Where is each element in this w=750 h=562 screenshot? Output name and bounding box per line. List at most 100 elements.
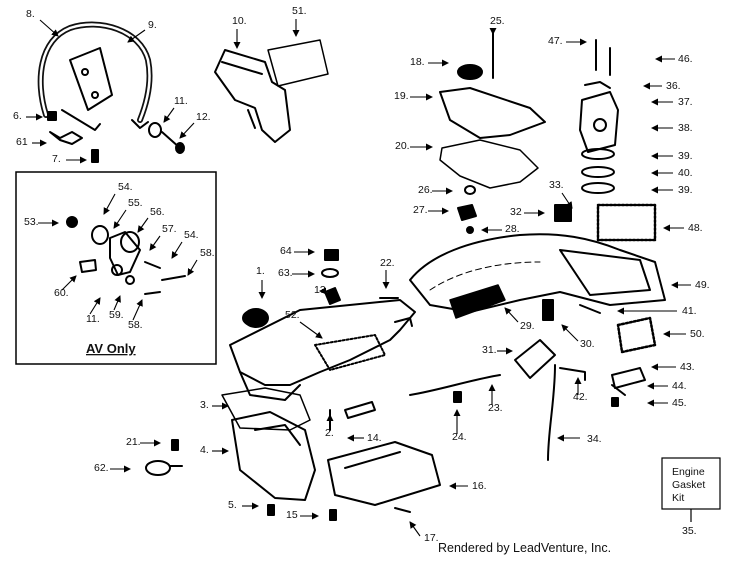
callout-label: 56. [150, 206, 165, 218]
small-parts-center-drawing [457, 185, 477, 234]
callout-arrow [89, 297, 101, 315]
callout-label: 11. [174, 95, 188, 107]
callout-label: 27. [413, 204, 428, 216]
callout-arrow [149, 235, 161, 251]
callout-arrow [132, 299, 143, 321]
credit-text: Rendered by LeadVenture, Inc. [438, 541, 611, 555]
callout-label: 63. [278, 267, 293, 279]
callout-label: 7. [52, 153, 61, 165]
callout-label: 36. [666, 80, 681, 92]
callout-arrow [113, 209, 127, 229]
callout-label: 38. [678, 122, 693, 134]
callout-label: 31. [482, 344, 497, 356]
handle-bolt-drawing [148, 122, 185, 154]
callout-label: 58. [128, 319, 143, 331]
callout-label: 9. [148, 19, 157, 31]
carburetor-drawing [579, 39, 619, 194]
callout-label: 12. [196, 111, 211, 123]
callout-label: 15 [286, 509, 298, 521]
callout-label: 49. [695, 279, 710, 291]
rear-handle-drawing [409, 233, 666, 313]
callout-label: 29. [520, 320, 535, 332]
callout-label: 20. [395, 140, 410, 152]
callout-arrow [39, 19, 59, 37]
callout-label: 5. [228, 499, 237, 511]
callout-label: 30. [580, 338, 595, 350]
small-hardware-drawing [47, 111, 99, 163]
gasket-kit-line2: Gasket [672, 479, 705, 491]
callout-arrow [179, 122, 195, 139]
ribbed-part-drawing [449, 284, 506, 319]
callout-arrow [504, 307, 519, 323]
callout-label: 26. [418, 184, 433, 196]
callout-label: 16. [472, 480, 487, 492]
callout-arrow [103, 193, 116, 215]
callout-label: 48. [688, 222, 703, 234]
callout-arrow [561, 192, 573, 209]
callout-arrow [171, 241, 183, 259]
callout-arrow [409, 521, 421, 537]
callout-label: 52. [285, 309, 300, 321]
clamp-drawing [145, 439, 183, 476]
callout-label: 24. [452, 431, 467, 443]
fuel-cap-drawing [243, 308, 269, 328]
gasket-kit-line3: Kit [672, 492, 684, 504]
callout-label: 35. [682, 525, 697, 537]
cover-drawing [214, 39, 329, 143]
callout-arrow [137, 217, 149, 233]
callout-label: 8. [26, 8, 35, 20]
callout-label: 47. [548, 35, 563, 47]
callout-label: 58. [200, 247, 215, 259]
av-inset-frame [15, 171, 217, 365]
callout-label: 34. [587, 433, 602, 445]
fuel-line-drawing [329, 374, 501, 431]
filter-drawing [554, 203, 657, 242]
misc-small-parts-drawing [321, 249, 399, 305]
callout-label: 25. [490, 15, 505, 27]
callout-label: 2. [325, 427, 334, 439]
callout-arrow [113, 295, 121, 311]
callout-arrow [163, 107, 175, 123]
callout-label: 37. [678, 96, 693, 108]
callout-label: 17. [424, 532, 439, 544]
callout-label: 14. [367, 432, 382, 444]
callout-label: 54. [184, 229, 199, 241]
tank-cover-drawing [439, 29, 546, 189]
callout-label: 39. [678, 150, 693, 162]
callout-arrow [561, 324, 579, 342]
callout-label: 13. [314, 284, 329, 296]
callout-label: 6. [13, 110, 22, 122]
callout-arrow [187, 259, 198, 276]
av-inset-parts-drawing [66, 216, 186, 295]
callout-label: 21. [126, 436, 141, 448]
av-inset-title: AV Only [86, 341, 136, 356]
callout-label: 28. [505, 223, 520, 235]
callout-label: 60. [54, 287, 69, 299]
callout-arrow [61, 275, 77, 291]
callout-label: 40. [678, 167, 693, 179]
callout-label: 53. [24, 216, 39, 228]
callout-label: 33. [549, 179, 564, 191]
callout-label: 39. [678, 184, 693, 196]
trigger-drawing [514, 339, 586, 461]
callout-label: 11. [86, 313, 100, 325]
callout-label: 10. [232, 15, 247, 27]
gasket-kit-line1: Engine [672, 466, 705, 478]
callout-label: 19. [394, 90, 409, 102]
callout-label: 61 [16, 136, 28, 148]
callout-label: 62. [94, 462, 109, 474]
callout-label: 32 [510, 206, 522, 218]
callout-label: 59. [109, 309, 124, 321]
front-handle-drawing [37, 21, 153, 131]
callout-label: 1. [256, 265, 265, 277]
callout-label: 4. [200, 444, 209, 456]
callout-label: 41. [682, 305, 697, 317]
main-housing-drawing [229, 299, 416, 401]
callout-label: 44. [672, 380, 687, 392]
callout-label: 22. [380, 257, 395, 269]
callout-label: 51. [292, 5, 307, 17]
callout-label: 45. [672, 397, 687, 409]
callout-arrow [127, 29, 146, 43]
right-side-parts-drawing [542, 299, 657, 354]
